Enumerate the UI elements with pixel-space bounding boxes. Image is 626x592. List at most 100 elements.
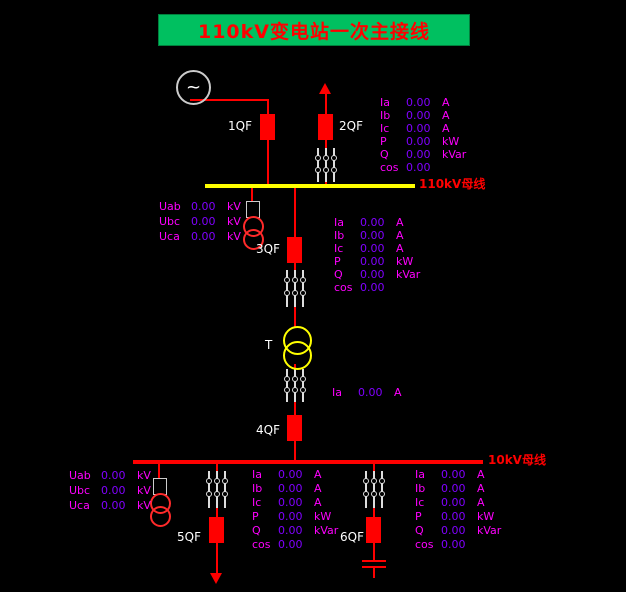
telemetry-label: Uca	[159, 230, 180, 243]
telemetry-value: 0.00	[360, 216, 385, 229]
telemetry-label: P	[252, 510, 259, 523]
generator-icon: ~	[176, 70, 211, 105]
telemetry-unit: A	[314, 496, 322, 509]
telemetry-value: 0.00	[101, 484, 126, 497]
telemetry-value: 0.00	[278, 524, 303, 537]
telemetry-value: 0.00	[360, 242, 385, 255]
telemetry-label: Ia	[334, 216, 344, 229]
breaker-3qf[interactable]	[287, 237, 302, 263]
telemetry-unit: A	[314, 482, 322, 495]
telemetry-label: cos	[415, 538, 434, 551]
telemetry-label: P	[380, 135, 387, 148]
ct-group-feeder2	[315, 148, 337, 182]
bus-10kv	[133, 460, 483, 464]
telemetry-unit: kW	[477, 510, 495, 523]
telemetry-label: Ia	[332, 386, 342, 399]
telemetry-label: cos	[252, 538, 271, 551]
ct-phase-line	[292, 270, 298, 307]
pt10-stub-line	[158, 464, 160, 478]
telemetry-value: 0.00	[406, 135, 431, 148]
breaker-5qf[interactable]	[209, 517, 224, 543]
telemetry-value: 0.00	[278, 510, 303, 523]
telemetry-value: 0.00	[441, 468, 466, 481]
telemetry-row: P 0.00 kW	[334, 255, 420, 268]
telemetry-unit: kVar	[477, 524, 502, 537]
breaker-6qf-label: 6QF	[340, 530, 364, 544]
telemetry-value: 0.00	[441, 524, 466, 537]
telemetry-label: Q	[380, 148, 389, 161]
telemetry-value: 0.00	[360, 255, 385, 268]
pt10-winding-icon	[150, 506, 171, 527]
generator-sine-glyph: ~	[185, 76, 202, 98]
ct-phase-line	[284, 369, 290, 402]
breaker-1qf[interactable]	[260, 114, 275, 140]
telemetry-label: Ubc	[69, 484, 91, 497]
telemetry-unit: kW	[396, 255, 414, 268]
telemetry-label: cos	[334, 281, 353, 294]
ct-phase-line	[371, 471, 377, 508]
bus-10kv-label: 10kV母线	[488, 453, 546, 467]
ct-phase-line	[331, 148, 337, 182]
telemetry-unit: A	[442, 109, 450, 122]
feeder2-outgoing-arrow-icon	[319, 83, 331, 94]
ct-phase-line	[292, 369, 298, 402]
telemetry-value: 0.00	[358, 386, 383, 399]
telemetry-value: 0.00	[101, 469, 126, 482]
capacitor-plate-top-icon	[362, 560, 386, 562]
telemetry-unit: kV	[137, 499, 151, 512]
ct-group-feeder3	[284, 270, 306, 307]
telemetry-value: 0.00	[406, 96, 431, 109]
telemetry-label: Uab	[159, 200, 181, 213]
telemetry-unit: A	[396, 229, 404, 242]
feeder1-line	[267, 99, 269, 186]
ct-group-feeder6	[363, 471, 385, 508]
breaker-6qf[interactable]	[366, 517, 381, 543]
telemetry-unit: kVar	[314, 524, 339, 537]
telemetry-label: Ubc	[159, 215, 181, 228]
telemetry-label: Ia	[415, 468, 425, 481]
telemetry-value: 0.00	[406, 109, 431, 122]
feeder5-outgoing-arrow-icon	[210, 573, 222, 584]
telemetry-label: P	[334, 255, 341, 268]
telemetry-unit: A	[477, 482, 485, 495]
telemetry-label: Ic	[252, 496, 262, 509]
pt110-winding-icon	[243, 229, 264, 250]
telemetry-value: 0.00	[360, 281, 385, 294]
telemetry-unit: kW	[442, 135, 460, 148]
ct-group-feeder4	[284, 369, 306, 402]
telemetry-value: 0.00	[441, 482, 466, 495]
telemetry-label: Ic	[334, 242, 344, 255]
breaker-4qf[interactable]	[287, 415, 302, 441]
ct-phase-line	[379, 471, 385, 508]
ct-phase-line	[284, 270, 290, 307]
ct-phase-line	[300, 369, 306, 402]
telemetry-value: 0.00	[441, 496, 466, 509]
telemetry-label: Ia	[252, 468, 262, 481]
telemetry-unit: kV	[137, 484, 151, 497]
breaker-2qf[interactable]	[318, 114, 333, 140]
breaker-2qf-label: 2QF	[339, 119, 363, 133]
bus-110kv-label: 110kV母线	[419, 177, 486, 191]
title-banner: 110kV变电站一次主接线	[158, 14, 470, 46]
ct-phase-line	[222, 471, 228, 508]
telemetry-label: Ib	[415, 482, 426, 495]
